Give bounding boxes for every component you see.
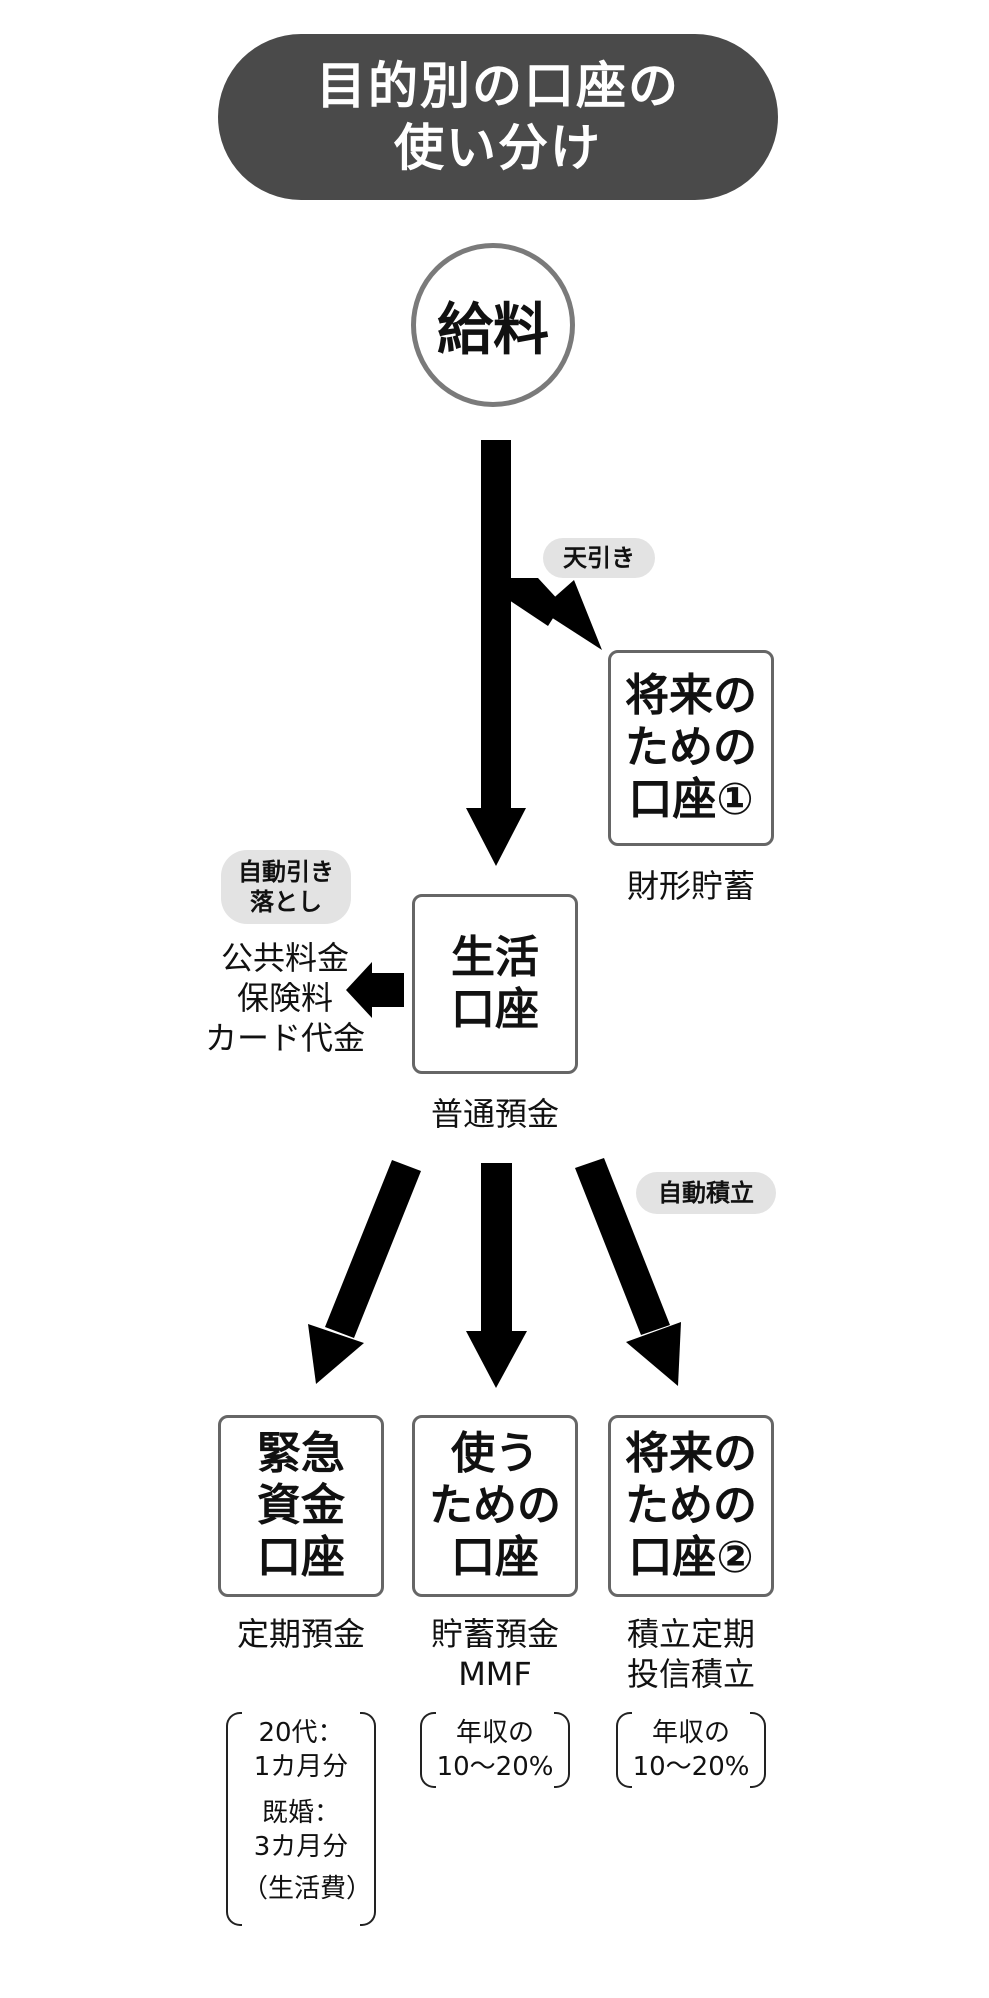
future-account-2-caption-line-1: 積立定期 [626,1615,755,1653]
title-line-1: 目的別の口座の [316,57,680,115]
spending-account-caption-line-1: 貯蓄預金 [430,1615,559,1653]
spending-note-line-2: 10〜20% [436,1752,554,1782]
living-account-line-1: 生活 [451,932,539,983]
emergency-account-line-2: 資金 [257,1480,345,1531]
arrow-to-emergency-head [308,1324,364,1384]
future-account-1-caption-text: 財形貯蓄 [626,867,755,905]
emergency-note-bracket-left [226,1712,242,1926]
future-account-1-box: 将来の ための 口座① [608,650,774,846]
tenbiki-label: 天引き [563,544,635,572]
expense-card: カード代金 [204,1019,365,1057]
future-account-2-box: 将来の ための 口座② [608,1415,774,1597]
salary-label: 給料 [437,297,549,363]
future-note-line-1: 年収の [651,1718,730,1748]
future-note: 年収の 10〜20% [632,1716,750,1784]
living-account-caption: 普通預金 [412,1094,578,1134]
future-account-2-caption: 積立定期 投信積立 [598,1614,784,1694]
emergency-note: 20代： 1カ月分 既婚： 3カ月分 （生活費） [242,1716,373,1906]
spending-account-box: 使う ための 口座 [412,1415,578,1597]
living-account-caption-text: 普通預金 [430,1095,559,1133]
expenses-list: 公共料金 保険料 カード代金 [200,938,370,1058]
left-arrow-shaft [370,973,404,1007]
auto-saving-label: 自動積立 [658,1179,754,1207]
spending-account-line-1: 使う [451,1428,539,1479]
spending-account-line-2: ための [429,1480,561,1531]
salary-node: 給料 [411,243,575,407]
future-account-2-line-3: 口座② [628,1532,754,1583]
future-note-line-2: 10〜20% [632,1752,750,1782]
auto-debit-tag: 自動引き 落とし [221,850,351,924]
emergency-note-20s-amount: 1カ月分 [253,1752,349,1782]
auto-saving-tag: 自動積立 [636,1172,776,1214]
future-account-1-line-3: 口座① [628,774,754,825]
spending-note-bracket-right [554,1712,570,1788]
diagram-title: 目的別の口座の 使い分け [218,34,778,200]
emergency-account-box: 緊急 資金 口座 [218,1415,384,1597]
tenbiki-tag: 天引き [543,538,655,578]
main-arrow-shaft [481,440,511,810]
emergency-account-caption-text: 定期預金 [236,1615,365,1653]
future-note-bracket-left [616,1712,632,1788]
spending-account-caption: 貯蓄預金 MMF [402,1614,588,1694]
emergency-note-living-cost: （生活費） [242,1874,373,1904]
emergency-note-married-amount: 3カ月分 [253,1832,349,1862]
auto-debit-line-1: 自動引き [238,858,334,886]
arrow-to-future-head [626,1322,681,1386]
arrow-to-future-shaft [575,1158,670,1335]
spending-account-caption-line-2: MMF [458,1655,532,1693]
future-account-1-line-1: 将来の [625,670,757,721]
future-account-1-line-2: ための [625,722,757,773]
left-arrow-head [346,962,372,1018]
living-account-box: 生活 口座 [412,894,578,1074]
future-account-1-caption: 財形貯蓄 [608,866,774,906]
emergency-account-caption: 定期預金 [208,1614,394,1654]
auto-debit-line-2: 落とし [250,888,322,916]
spending-account-line-3: 口座 [451,1532,539,1583]
title-line-2: 使い分け [394,119,602,177]
emergency-note-20s: 20代： [258,1718,344,1748]
future-note-bracket-right [750,1712,766,1788]
living-account-line-2: 口座 [451,984,539,1035]
emergency-account-line-1: 緊急 [257,1428,345,1479]
expense-utilities: 公共料金 [220,939,349,977]
branch-arrow-head [540,580,602,650]
emergency-note-married: 既婚： [261,1798,340,1828]
spending-note: 年収の 10〜20% [436,1716,554,1784]
spending-note-bracket-left [420,1712,436,1788]
arrow-to-spending-shaft [481,1163,512,1333]
arrow-to-spending-head [466,1331,527,1388]
future-account-2-caption-line-2: 投信積立 [626,1655,755,1693]
expense-insurance: 保険料 [236,979,333,1017]
main-arrow-head [466,808,526,866]
emergency-account-line-3: 口座 [257,1532,345,1583]
future-account-2-line-1: 将来の [625,1428,757,1479]
arrow-to-emergency-shaft [325,1160,421,1338]
future-account-2-line-2: ための [625,1480,757,1531]
spending-note-line-1: 年収の [455,1718,534,1748]
